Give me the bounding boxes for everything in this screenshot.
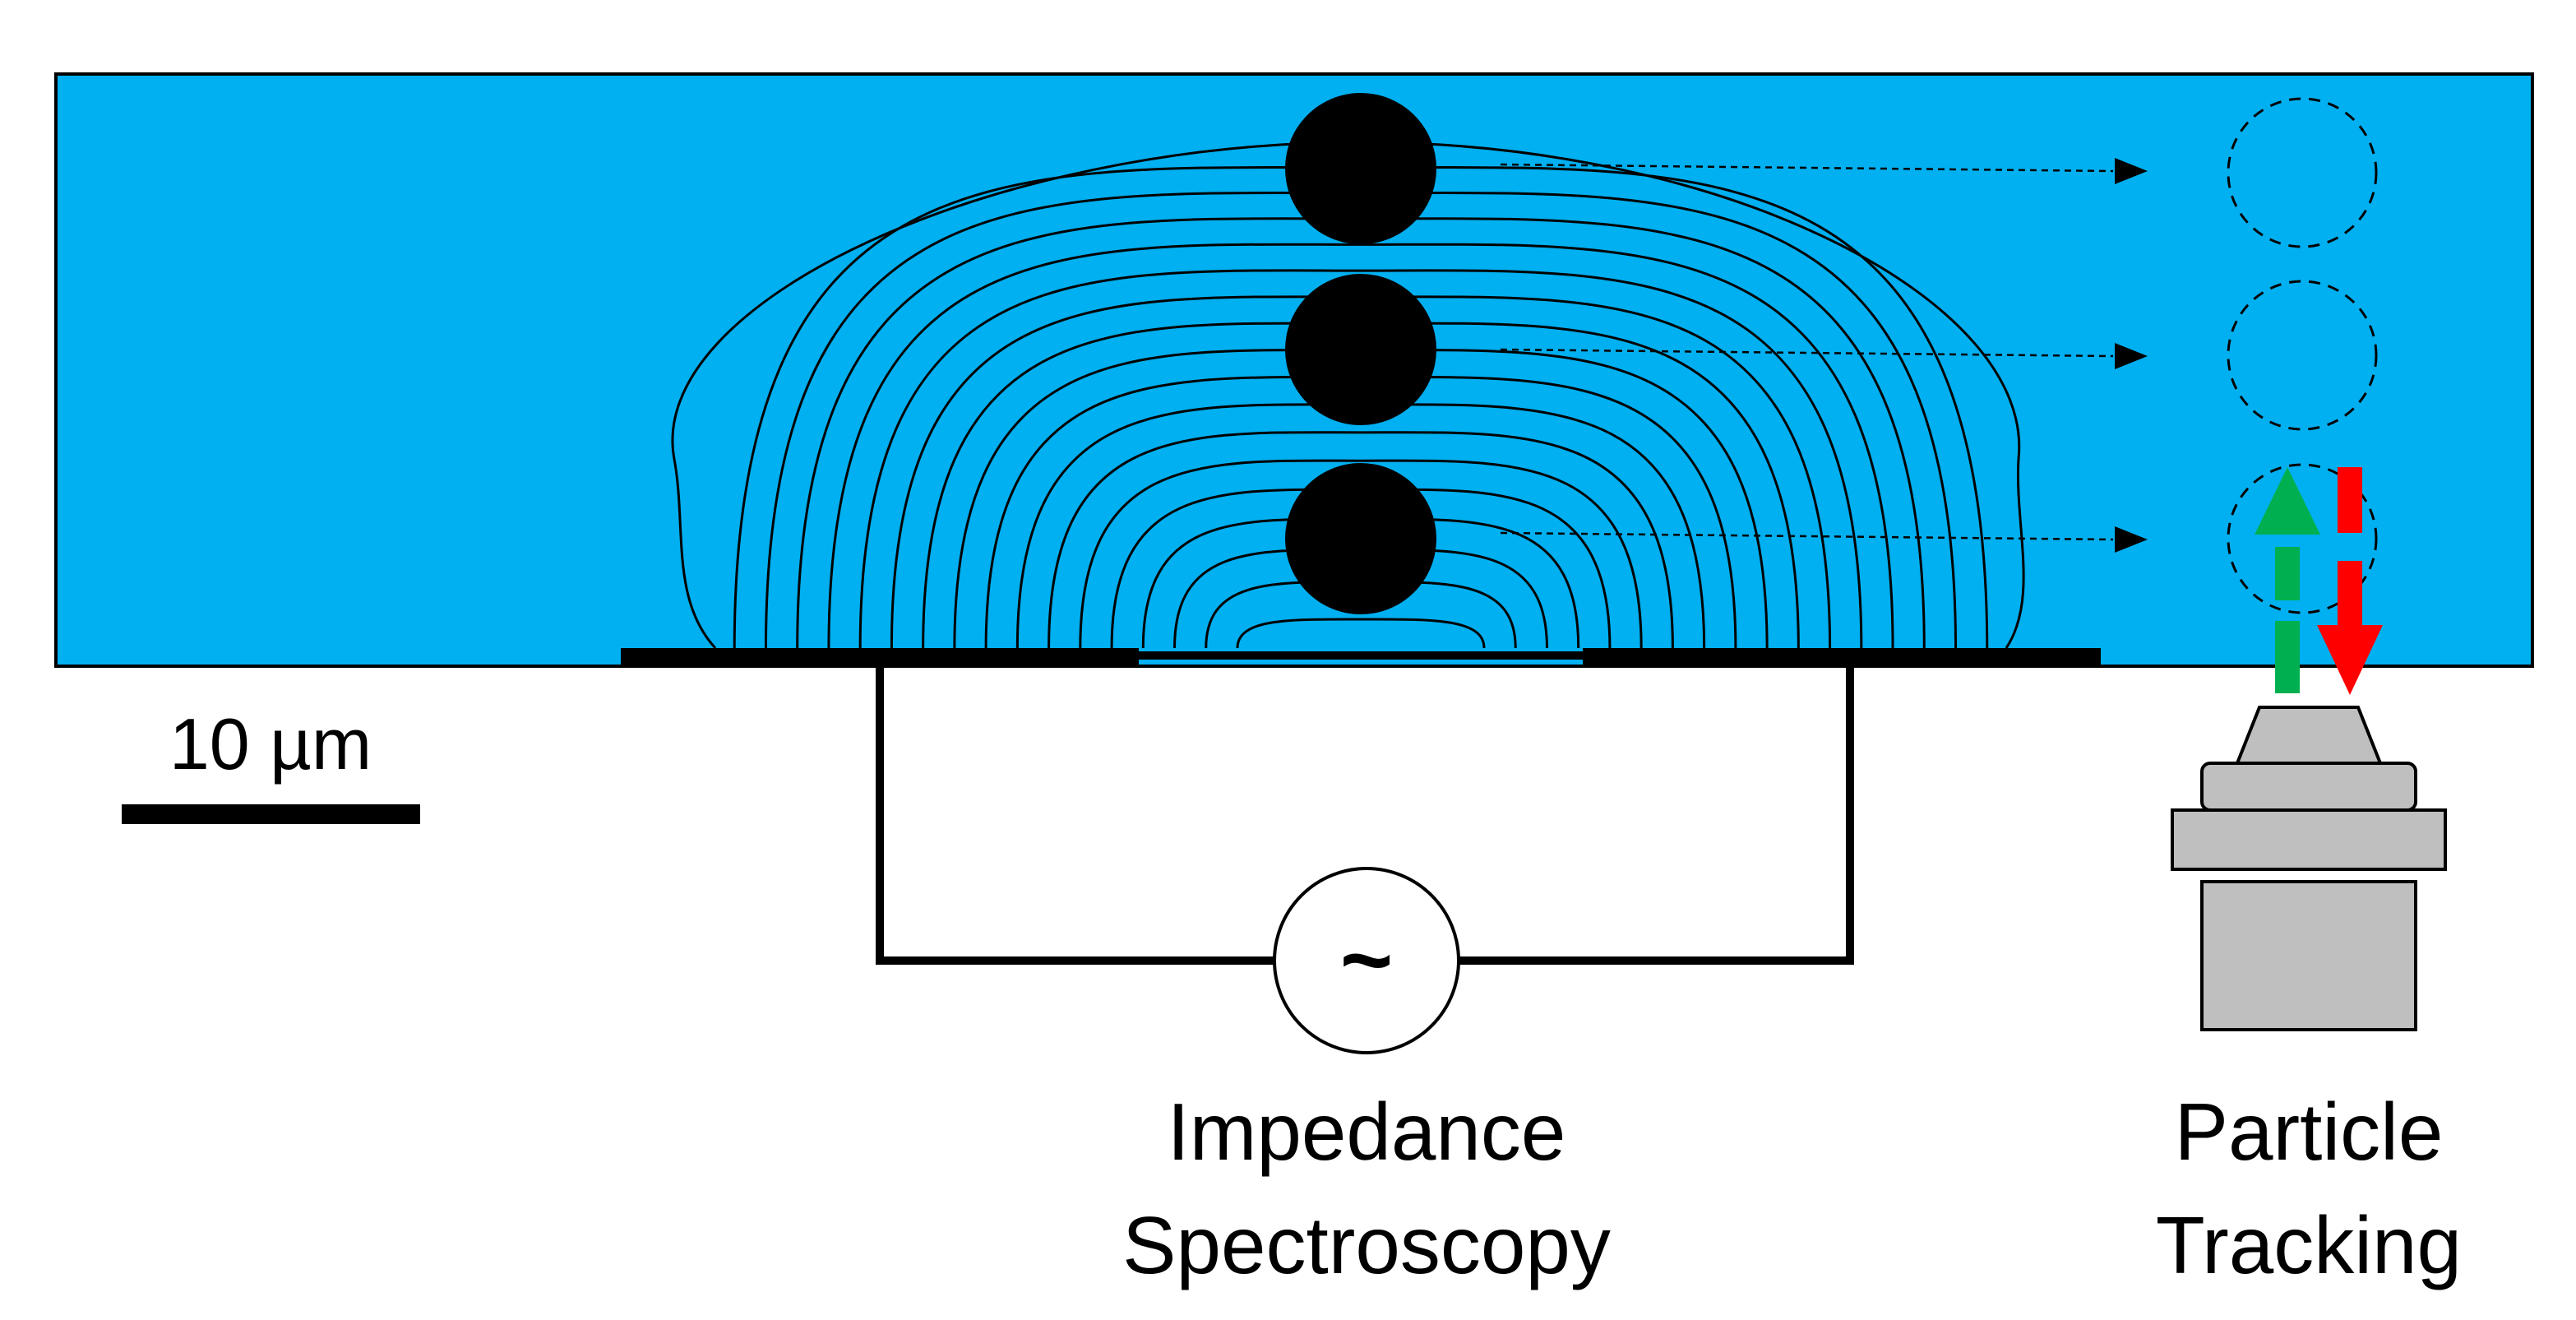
arrowhead-1: [2115, 526, 2148, 553]
particle-2-label: 2: [1348, 326, 1373, 375]
trajectory-arrowheads: [2115, 158, 2148, 553]
field-line: [858, 269, 1863, 649]
particle-trajectories: [1500, 163, 2114, 541]
tracking-label-line1: Particle: [2175, 1086, 2444, 1177]
scale-bar: [122, 804, 420, 824]
ghost-particle-3: [2227, 97, 2378, 248]
scale-bar-label: 10 µm: [169, 703, 372, 785]
field-line: [1236, 618, 1486, 649]
trajectory-2: [1500, 348, 2114, 358]
center-electrode: [1139, 651, 1583, 660]
left-electrode: [621, 648, 1139, 666]
ac-source-icon: ~: [1273, 867, 1460, 1054]
ghost-particle-1: [2227, 463, 2378, 614]
field-line: [827, 243, 1894, 649]
circuit-wire-right: [1457, 662, 1854, 965]
particle-3-label: 3: [1348, 145, 1373, 194]
particle-1-label: 1: [1348, 515, 1373, 564]
impedance-label-line1: Impedance: [1168, 1086, 1566, 1177]
green-up-arrow: [2255, 467, 2320, 693]
tracking-label-line2: Tracking: [2156, 1200, 2462, 1290]
trajectory-3: [1500, 163, 2114, 173]
arrowhead-3: [2115, 158, 2148, 184]
ghost-particle-2: [2227, 280, 2378, 431]
red-down-arrow: [2317, 467, 2383, 695]
particle-2: 2: [1285, 274, 1436, 425]
impedance-label-line2: Spectroscopy: [1122, 1200, 1611, 1290]
ac-source-symbol: ~: [1340, 910, 1393, 1011]
arrowhead-2: [2115, 343, 2148, 369]
particle-3: 3: [1285, 93, 1436, 244]
field-line: [1048, 431, 1674, 649]
circuit-wire: [876, 662, 1276, 965]
right-electrode: [1583, 648, 2101, 666]
microscope-objective-icon: [2171, 706, 2447, 1031]
field-line: [1079, 459, 1643, 649]
particle-1: 1: [1285, 463, 1436, 614]
trajectory-1: [1500, 531, 2114, 541]
ghost-particles: [2227, 97, 2378, 614]
